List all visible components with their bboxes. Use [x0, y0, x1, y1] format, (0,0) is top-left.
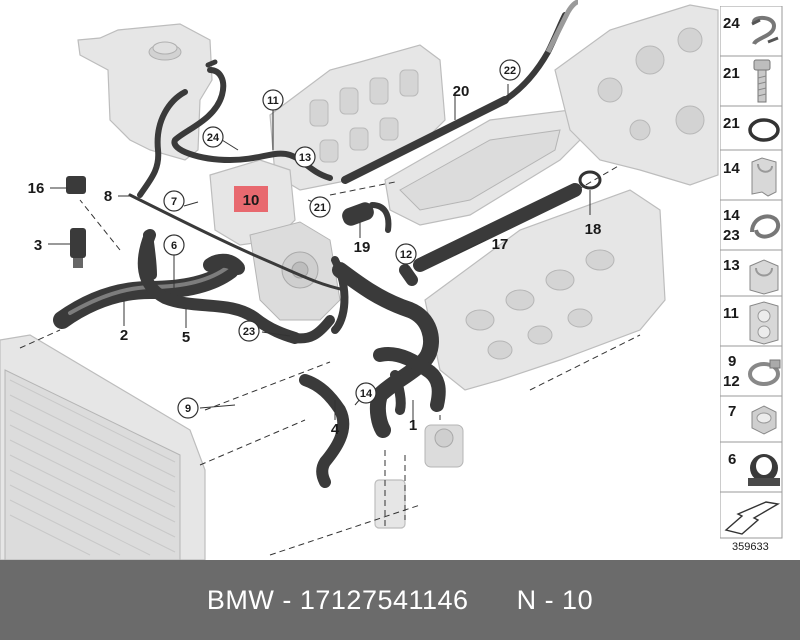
legend-label-11: 11	[723, 305, 739, 322]
callout-23: 23	[238, 320, 260, 342]
callout-8: 8	[104, 188, 112, 205]
legend-label-24: 24	[723, 15, 740, 32]
o-ring-part	[578, 170, 602, 190]
callout-labels: 1 2 3 4 5 8 16 17 18 19 20 10 6 7	[28, 59, 602, 438]
engine-block-rear	[554, 4, 719, 186]
legend-label-12: 12	[723, 373, 740, 390]
callout-22: 22	[499, 59, 521, 81]
callout-4: 4	[331, 421, 340, 438]
callout-16: 16	[28, 180, 45, 197]
diagram-reference-code: 359633	[732, 541, 769, 553]
callout-21: 21	[309, 196, 331, 218]
legend-label-13: 13	[723, 257, 740, 274]
valve-cover	[384, 109, 581, 226]
footer-bar: BMW - 17127541146 N - 10	[0, 560, 800, 640]
radiator	[0, 334, 206, 560]
svg-text:12: 12	[400, 249, 412, 261]
callout-9: 9	[177, 397, 199, 419]
callout-18: 18	[585, 221, 602, 238]
legend-label-14b: 14	[723, 207, 740, 224]
callout-13: 13	[294, 146, 316, 168]
callout-20: 20	[453, 83, 470, 100]
legend-label-14a: 14	[723, 160, 740, 177]
svg-text:24: 24	[207, 132, 220, 144]
callout-24: 24	[202, 126, 224, 148]
callout-10-highlighted: 10	[243, 192, 260, 209]
callout-12: 12	[395, 243, 417, 265]
highlight-box	[234, 186, 268, 212]
double-clip-icon	[749, 301, 779, 345]
callout-6: 6	[163, 234, 185, 256]
svg-text:13: 13	[299, 152, 311, 164]
hex-nut-icon	[751, 405, 777, 435]
exploded-cooling-diagram: 1 2 3 4 5 8 16 17 18 19 20 10 6 7	[0, 0, 719, 560]
assembly-dash-lines	[19, 164, 641, 556]
svg-text:21: 21	[314, 202, 326, 214]
callout-2: 2	[120, 327, 128, 344]
o-ring-icon	[748, 118, 780, 142]
hose-clamp-icon	[748, 359, 781, 386]
direction-arrow-icon	[724, 501, 781, 535]
sensors	[66, 176, 86, 268]
callout-1: 1	[409, 417, 417, 434]
electric-coolant-pump	[374, 424, 464, 529]
svg-text:14: 14	[360, 388, 373, 400]
legend-label-21b: 21	[723, 115, 740, 132]
legend-label-7: 7	[728, 403, 736, 420]
callout-11: 11	[262, 89, 284, 111]
legend-label-23: 23	[723, 227, 740, 244]
callout-17: 17	[492, 236, 509, 253]
legend-label-21a: 21	[723, 65, 740, 82]
part-number-caption: BMW - 17127541146 N - 10	[206, 584, 594, 615]
svg-text:9: 9	[185, 403, 191, 415]
legend-label-6: 6	[728, 451, 736, 468]
parts-legend: 24 21 21 14 14 23 13 11 9 12 7 6	[720, 6, 783, 539]
callout-5: 5	[182, 329, 190, 346]
hose-clip-icon	[751, 15, 779, 46]
expansion-tank	[77, 23, 213, 161]
svg-text:7: 7	[171, 196, 177, 208]
leader-lines	[48, 84, 591, 420]
holder-clip-icon	[751, 157, 777, 197]
svg-text:6: 6	[171, 240, 177, 252]
spring-clip-icon	[750, 214, 781, 239]
svg-text:22: 22	[504, 65, 516, 77]
legend-labels: 24 21 21 14 14 23 13 11 9 12 7 6	[723, 15, 740, 468]
svg-text:11: 11	[267, 95, 279, 107]
hoses	[53, 0, 582, 488]
bracket-clip-icon	[749, 259, 779, 295]
callout-3: 3	[34, 237, 42, 254]
cylinder-head-lower	[424, 189, 666, 391]
svg-text:23: 23	[243, 326, 255, 338]
rubber-grommet-icon	[748, 454, 780, 486]
bolt-icon	[753, 59, 771, 103]
legend-label-9: 9	[728, 353, 736, 370]
callout-14: 14	[355, 382, 377, 404]
callout-7: 7	[163, 190, 185, 212]
callout-19: 19	[354, 239, 371, 256]
